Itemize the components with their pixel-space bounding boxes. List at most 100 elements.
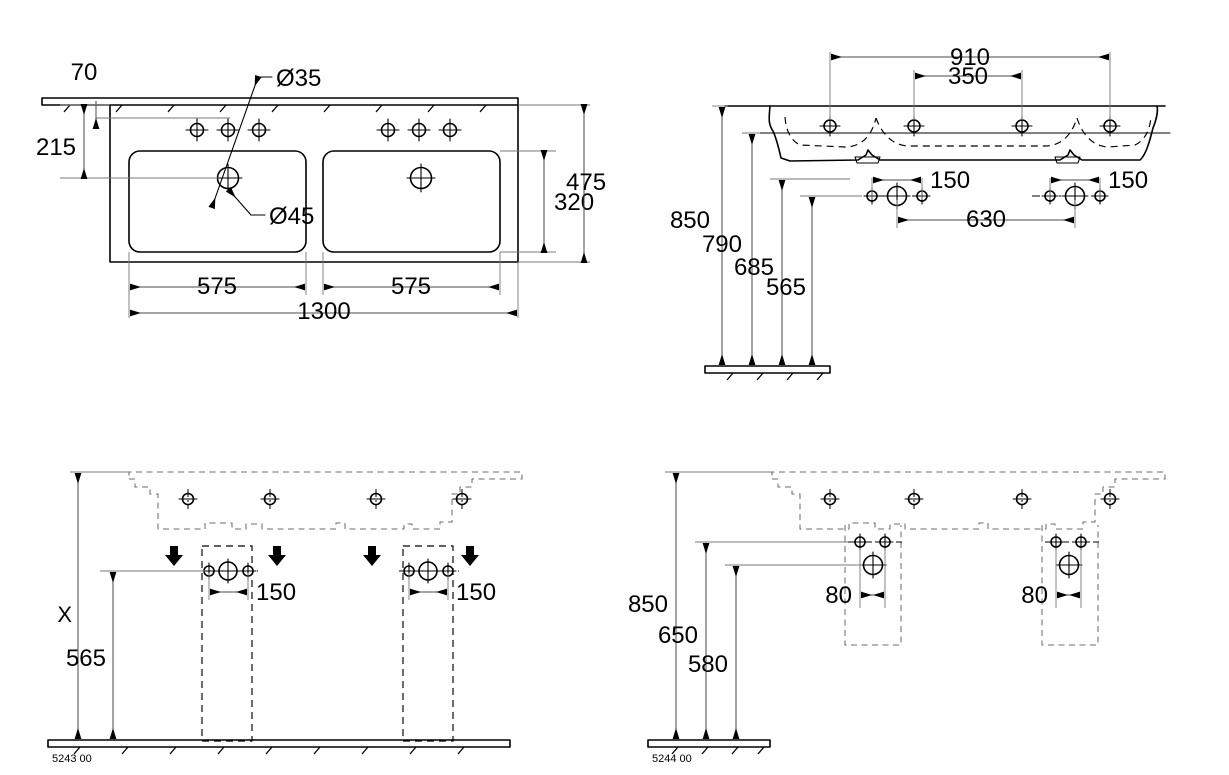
dim-685-elev: 685 [734, 178, 850, 365]
dim-80-right-br: 80 [1021, 548, 1082, 609]
mounting-hole-row-bl [178, 489, 472, 509]
floor-line-bottom-right [647, 739, 771, 755]
support-position-markers-bl [165, 546, 479, 566]
tap-hole-group-left [185, 118, 271, 142]
dim-910: 910 [829, 44, 1111, 120]
down-arrow-icon [268, 546, 286, 566]
diameter-45-label: Ø45 [269, 203, 314, 230]
dim-565-bl-text: 565 [66, 645, 106, 672]
waste-hole-right [406, 163, 436, 193]
dim-565-elev-text: 565 [766, 274, 806, 301]
trap-outline-right-br [1041, 525, 1099, 646]
dim-630: 630 [896, 200, 1076, 233]
view-front-elevation-top-right: 910 350 150 150 630 [670, 44, 1171, 381]
dim-215-text: 215 [36, 134, 76, 161]
dim-70: 70 [71, 59, 230, 129]
mounting-hole [904, 489, 924, 509]
basin-hidden-outline-bl [128, 471, 523, 530]
dim-790-elev-text: 790 [702, 231, 742, 258]
waste-outlet [415, 558, 441, 584]
tap-hole [903, 115, 925, 137]
supply-hole [1047, 533, 1065, 551]
tap-hole [376, 118, 400, 142]
waste-hole-left [213, 163, 243, 193]
connection-group-right-bl [399, 558, 459, 584]
mounting-hole [366, 489, 386, 509]
basin-elevation-profile [724, 105, 1171, 164]
dim-X-bl: X [57, 471, 129, 739]
connection-group-left-br [848, 533, 902, 579]
right-bowl-outline [322, 150, 501, 253]
dim-790-elev: 790 [702, 132, 760, 365]
view-rear-bottom-right: 80 80 850 650 580 [628, 471, 1166, 765]
mounting-hole [820, 489, 840, 509]
tap-hole-row-elevation [819, 115, 1121, 137]
view-plan-top-left: Ø35 Ø45 70 215 320 4 [36, 59, 606, 325]
supply-hole [1072, 533, 1090, 551]
mounting-hole-row-br [820, 489, 1120, 509]
mounting-hole [178, 489, 198, 509]
supply-hole [876, 533, 894, 551]
dim-350: 350 [913, 63, 1023, 120]
dim-80-right-text: 80 [1021, 582, 1048, 609]
dim-575-right-text: 575 [391, 273, 431, 300]
connection-group-left-bl [198, 558, 258, 584]
wall-hatch-symbol [41, 97, 519, 113]
dim-475: 475 [518, 104, 606, 263]
tap-hole [1099, 115, 1121, 137]
dim-850-elev: 850 [670, 105, 728, 365]
down-arrow-icon [461, 546, 479, 566]
dim-150-left-elev-text: 150 [930, 167, 970, 194]
dim-150-right-elev-text: 150 [1108, 167, 1148, 194]
dim-850-br-text: 850 [628, 591, 668, 618]
callout-tap-hole-diameter: Ø35 [208, 65, 321, 210]
dim-320: 320 [500, 150, 594, 253]
tap-hole [185, 118, 209, 142]
dim-X-label: X [57, 602, 72, 627]
waste-outlet [215, 558, 241, 584]
dim-150-right-bl: 150 [408, 573, 496, 606]
part-number-5243: 5243 00 [52, 753, 92, 765]
dim-215: 215 [36, 104, 218, 179]
down-arrow-icon [165, 546, 183, 566]
dim-575-right: 575 [322, 252, 501, 300]
connection-group-right-br [1045, 533, 1099, 579]
dim-475-text: 475 [566, 169, 606, 196]
left-bowl-outline [128, 150, 307, 253]
tap-hole [216, 118, 240, 142]
waste-outlet [1055, 551, 1083, 579]
mounting-hole [1012, 489, 1032, 509]
pedestal-outline-right-bl [402, 545, 454, 742]
dim-685-elev-text: 685 [734, 254, 774, 281]
dim-150-left-bl: 150 [208, 573, 296, 606]
view-rear-bottom-left: 150 150 X 565 5243 00 [47, 471, 523, 765]
tap-hole [438, 118, 462, 142]
dim-650-br: 650 [658, 541, 848, 739]
dim-850-elev-text: 850 [670, 207, 710, 234]
dim-630-text: 630 [966, 206, 1006, 233]
dim-150-right-elev: 150 [1049, 167, 1148, 200]
dim-150-left-elev: 150 [871, 167, 970, 200]
dim-350-text: 350 [948, 63, 988, 90]
diameter-35-label: Ø35 [276, 65, 321, 92]
floor-line-bottom-left [47, 739, 511, 755]
pedestal-outline-left-bl [201, 545, 253, 742]
dim-1300-text: 1300 [297, 298, 350, 325]
supply-hole [851, 533, 869, 551]
floor-line-top-right [704, 365, 831, 381]
dim-580-br: 580 [688, 564, 862, 739]
down-arrow-icon [363, 546, 381, 566]
dim-575-left-text: 575 [197, 273, 237, 300]
tap-hole [247, 118, 271, 142]
dim-80-left-text: 80 [825, 582, 852, 609]
basin-hidden-outline-br [771, 471, 1166, 530]
tap-hole-group-right [376, 118, 462, 142]
dim-565-bl: 565 [66, 570, 205, 739]
dim-850-br: 850 [628, 471, 772, 739]
dim-650-br-text: 650 [658, 622, 698, 649]
waste-outlet [859, 551, 887, 579]
dim-575-left: 575 [128, 252, 307, 300]
dim-580-br-text: 580 [688, 651, 728, 678]
dim-150-left-bl-text: 150 [256, 579, 296, 606]
